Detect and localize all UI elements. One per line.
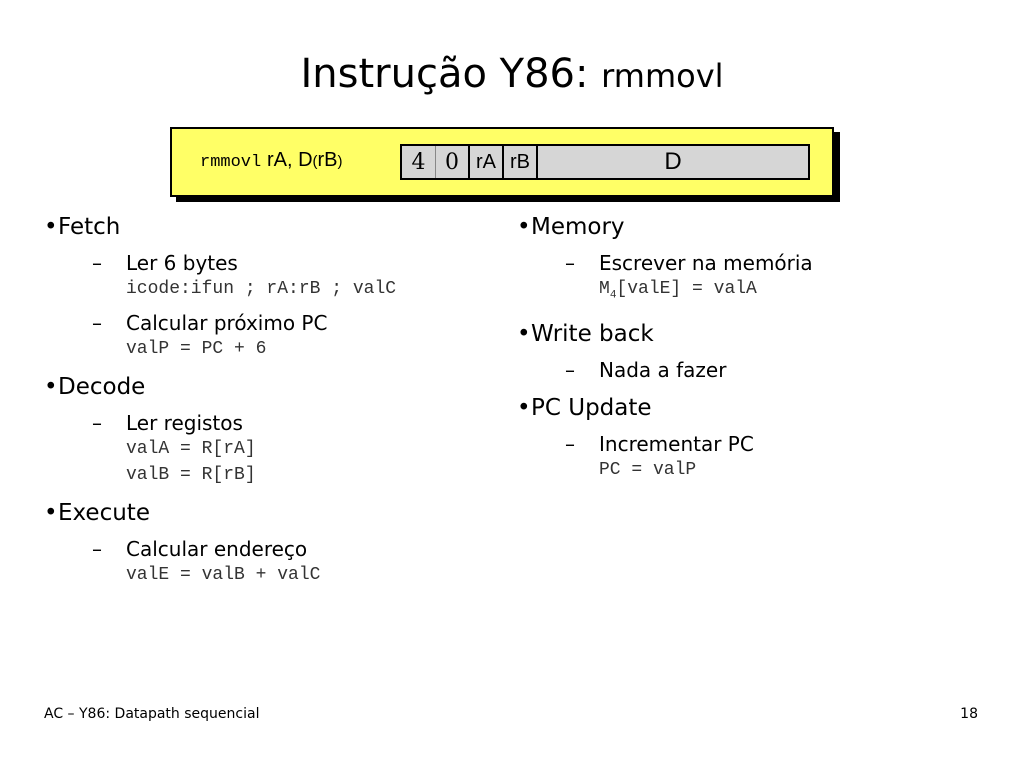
list-item: – Ler 6 bytes icode:ifun ; rA:rB ; valC	[92, 250, 494, 302]
page-number: 18	[960, 706, 978, 722]
section-memory: • Memory – Escrever na memória M4[valE] …	[517, 212, 997, 309]
bullet-execute: • Execute	[44, 498, 494, 528]
bullet-writeback: • Write back	[517, 319, 997, 349]
byte-ifun: 0	[436, 146, 470, 178]
byte-icode: 4	[402, 146, 436, 178]
code-line: valA = R[rA]	[126, 439, 256, 459]
dash: –	[92, 411, 102, 435]
code-line: valE = valB + valC	[126, 565, 321, 585]
list-item: – Escrever na memória M4[valE] = valA	[565, 250, 997, 309]
item-text: Nada a fazer	[599, 357, 727, 382]
item-text: Calcular endereço	[126, 537, 308, 561]
list-item: – Ler registos valA = R[rA] valB = R[rB]	[92, 410, 494, 488]
heading-pc-update: PC Update	[531, 394, 652, 421]
bullet-dot: •	[44, 214, 58, 240]
section-pc-update: • PC Update – Incrementar PC PC = valP	[517, 393, 997, 483]
dash: –	[565, 251, 575, 275]
heading-writeback: Write back	[531, 320, 654, 347]
heading-fetch: Fetch	[58, 214, 121, 240]
item-text: Ler registos	[126, 411, 243, 435]
item-text: Escrever na memória	[599, 251, 813, 275]
code-line: valB = R[rB]	[126, 465, 256, 485]
dash: –	[92, 251, 102, 275]
code-rest: [valE] = valA	[616, 279, 757, 299]
section-writeback: • Write back – Nada a fazer	[517, 319, 997, 383]
right-column: • Memory – Escrever na memória M4[valE] …	[517, 212, 997, 483]
code-line: PC = valP	[599, 459, 697, 480]
dash: –	[565, 357, 575, 382]
list-item: – Incrementar PC PC = valP	[565, 431, 997, 483]
byte-encoding: 4 0 rA rB D	[400, 144, 810, 180]
code-line: valP = PC + 6	[126, 339, 267, 359]
byte-rb: rB	[504, 146, 538, 178]
list-item: – Nada a fazer	[565, 357, 997, 383]
dash: –	[92, 537, 102, 561]
byte-ra: rA	[470, 146, 504, 178]
heading-decode: Decode	[58, 374, 146, 400]
dash: –	[92, 311, 102, 335]
bullet-decode: • Decode	[44, 372, 494, 402]
heading-execute: Execute	[58, 500, 150, 526]
instruction-base-register: rB	[317, 149, 338, 171]
dash: –	[565, 431, 575, 456]
instruction-operands: rA, D	[266, 149, 313, 171]
section-execute: • Execute – Calcular endereço valE = val…	[44, 498, 494, 588]
title-main: Instrução Y86:	[300, 51, 589, 97]
item-text: Ler 6 bytes	[126, 251, 238, 275]
code-line: icode:ifun ; rA:rB ; valC	[126, 279, 397, 299]
slide-title: Instrução Y86: rmmovl	[0, 50, 1024, 100]
paren-open: (	[312, 153, 318, 170]
bullet-dot: •	[517, 320, 531, 347]
bullet-fetch: • Fetch	[44, 212, 494, 242]
code-line: M4[valE] = valA	[599, 276, 813, 309]
instruction-mnemonic: rmmovl	[200, 153, 262, 172]
slide-footer: AC – Y86: Datapath sequencial	[44, 706, 260, 722]
bullet-dot: •	[44, 374, 58, 400]
bullet-dot: •	[517, 214, 531, 240]
left-column: • Fetch – Ler 6 bytes icode:ifun ; rA:rB…	[44, 212, 494, 588]
bullet-dot: •	[44, 500, 58, 526]
bullet-dot: •	[517, 394, 531, 421]
heading-memory: Memory	[531, 214, 625, 240]
byte-displacement: D	[664, 148, 682, 175]
list-item: – Calcular próximo PC valP = PC + 6	[92, 310, 494, 362]
bullet-pc-update: • PC Update	[517, 393, 997, 423]
paren-close: )	[337, 153, 343, 170]
bullet-memory: • Memory	[517, 212, 997, 242]
code-prefix: M	[599, 279, 610, 299]
item-text: Calcular próximo PC	[126, 311, 328, 335]
instruction-syntax: rmmovl rA, D(rB)	[200, 149, 343, 172]
section-fetch: • Fetch – Ler 6 bytes icode:ifun ; rA:rB…	[44, 212, 494, 362]
title-instruction: rmmovl	[601, 57, 724, 95]
item-text: Incrementar PC	[599, 431, 754, 456]
code-subscript: 4	[609, 289, 617, 302]
section-decode: • Decode – Ler registos valA = R[rA] val…	[44, 372, 494, 488]
list-item: – Calcular endereço valE = valB + valC	[92, 536, 494, 588]
